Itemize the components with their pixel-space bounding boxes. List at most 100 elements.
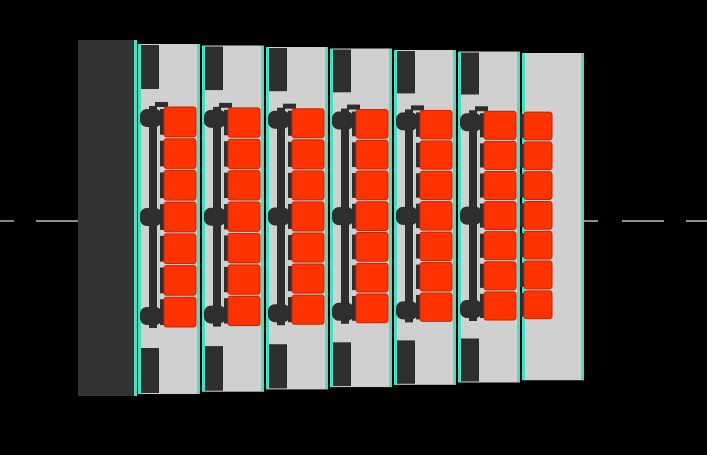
detector-module — [419, 231, 453, 262]
tray-bracket-2 — [140, 208, 162, 226]
tray-bottom-block — [205, 346, 223, 391]
detector-module — [163, 169, 197, 201]
detector-module — [355, 109, 389, 139]
module-mount — [480, 143, 486, 168]
module-mount — [352, 296, 358, 321]
detector-module — [163, 138, 197, 169]
end-plate-group — [78, 40, 137, 396]
tray-edge-right — [581, 53, 584, 381]
tray-bracket-1 — [332, 111, 354, 130]
tray-arm — [475, 106, 488, 112]
detector-module — [419, 170, 453, 201]
detector-module — [523, 200, 553, 230]
tray-top-block — [397, 51, 415, 94]
module-mount — [416, 294, 422, 320]
tray-bracket-1 — [460, 113, 482, 132]
tray-bracket-2 — [268, 207, 290, 226]
tray-edge-left — [458, 51, 461, 383]
detector-module — [291, 232, 325, 263]
detector-module — [419, 201, 453, 231]
module-mount — [288, 234, 294, 261]
module-mount — [352, 265, 358, 291]
detector-module — [523, 260, 553, 290]
detector-module — [355, 232, 389, 262]
module-mount — [224, 141, 230, 167]
module-mount — [352, 234, 358, 260]
detector-module — [523, 141, 553, 171]
detector-module — [419, 140, 453, 170]
module-mount — [160, 267, 166, 294]
module-mount — [224, 235, 230, 261]
detector-module — [227, 170, 261, 201]
tray-top-block — [141, 45, 159, 89]
detector-module — [227, 107, 261, 138]
tray-1 — [138, 44, 200, 394]
module-mount — [480, 293, 486, 318]
module-mount — [160, 172, 166, 199]
module-mount — [520, 292, 526, 317]
tray-bracket-3 — [460, 300, 482, 318]
detector-module — [227, 295, 261, 327]
tray-bottom-block — [141, 348, 159, 393]
detector-module — [291, 294, 325, 325]
tray-2 — [202, 45, 264, 392]
tray-bracket-3 — [268, 304, 290, 323]
module-mount — [224, 298, 230, 324]
detector-module — [483, 261, 517, 291]
detector-module — [227, 138, 261, 170]
module-mount — [224, 109, 230, 136]
module-mount — [352, 203, 358, 229]
module-mount — [520, 143, 526, 168]
tray-bracket-2 — [204, 207, 226, 226]
module-mount — [224, 172, 230, 199]
module-mount — [160, 235, 166, 262]
module-mount — [520, 233, 526, 258]
detector-module — [483, 231, 517, 261]
tray-edge-right — [261, 45, 264, 392]
tray-7 — [520, 53, 584, 381]
module-mount — [160, 109, 166, 135]
tray-5 — [394, 50, 456, 385]
detector-module — [227, 232, 261, 264]
tray-3 — [266, 47, 328, 390]
module-mount — [416, 173, 422, 198]
tray-top-block — [333, 49, 351, 93]
tray-bottom-block — [461, 338, 479, 382]
tray-bracket-1 — [396, 112, 418, 131]
detector-module — [355, 139, 389, 170]
module-mount — [288, 172, 294, 198]
detector-module — [227, 264, 261, 295]
detector-module — [419, 109, 453, 140]
module-mount — [352, 111, 358, 137]
module-mount — [416, 234, 422, 259]
tray-edge-right — [325, 47, 328, 390]
tray-bracket-1 — [268, 110, 290, 129]
tray-6 — [458, 51, 520, 383]
tray-bottom-block — [333, 342, 351, 387]
module-mount — [416, 203, 422, 229]
module-mount — [288, 141, 294, 167]
tray-bracket-2 — [460, 206, 482, 225]
end-plate-edge — [134, 40, 137, 396]
module-mount — [352, 142, 358, 168]
detector-module — [483, 170, 517, 201]
tray-edge-right — [517, 51, 520, 383]
module-mount — [160, 299, 166, 325]
tray-edge-right — [453, 50, 456, 385]
module-mount — [224, 204, 230, 230]
tray-arm — [155, 102, 168, 107]
detector-module — [163, 201, 197, 233]
module-mount — [352, 173, 358, 198]
detector-module — [163, 265, 197, 296]
detector-module — [355, 201, 389, 232]
tray-bracket-3 — [396, 301, 418, 320]
detector-module — [227, 201, 261, 232]
tray-bracket-2 — [396, 206, 418, 225]
module-mount — [416, 264, 422, 289]
module-mount — [520, 114, 526, 138]
module-mount — [480, 173, 486, 198]
detector-module — [291, 170, 325, 201]
module-mount — [480, 113, 486, 138]
tray-top-block — [269, 48, 287, 92]
